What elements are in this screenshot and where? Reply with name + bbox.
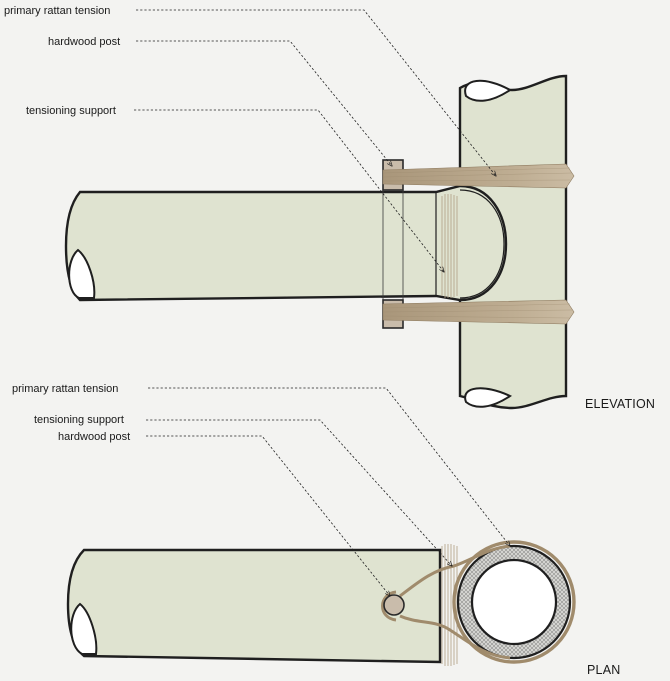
plan-beam-end-hollow xyxy=(70,602,98,655)
plan-label-primary-rattan-tension: primary rattan tension xyxy=(12,383,118,395)
plan-rattan-post-wrap xyxy=(381,590,397,622)
rattan-strand-lines xyxy=(382,167,573,319)
leader-hardwood-post xyxy=(136,40,392,166)
fish-mouth-cut xyxy=(459,189,505,299)
pole-top-hollow xyxy=(464,79,512,102)
plan-rattan-outer-loop xyxy=(452,540,576,664)
elevation-title: ELEVATION xyxy=(585,397,655,411)
horizontal-bamboo-beam xyxy=(64,184,508,302)
plan-rattan-lower-strand xyxy=(399,614,511,660)
plan-hardwood-post xyxy=(383,594,405,616)
leader-primary-rattan-tension xyxy=(136,9,496,176)
label-hardwood-post: hardwood post xyxy=(48,36,120,48)
plan-pole-hollow xyxy=(470,558,558,646)
elevation-view: primary rattan tension hardwood post ten… xyxy=(4,5,655,411)
label-primary-rattan-tension: primary rattan tension xyxy=(4,5,110,17)
label-tensioning-support: tensioning support xyxy=(26,105,116,117)
tensioning-support-fibres xyxy=(441,194,458,298)
leader-tensioning-support xyxy=(134,109,444,272)
plan-label-hardwood-post: hardwood post xyxy=(58,431,130,443)
rattan-lashing-lower xyxy=(382,299,575,325)
plan-leader-hardwood-post xyxy=(146,435,390,596)
plan-bamboo-beam xyxy=(66,548,442,664)
pole-bottom-hollow xyxy=(464,387,513,408)
plan-title: PLAN xyxy=(587,663,620,677)
plan-leader-primary-rattan-tension xyxy=(148,387,510,546)
plan-label-tensioning-support: tensioning support xyxy=(34,414,124,426)
plan-rattan-upper-strand xyxy=(399,544,511,598)
plan-leader-tensioning-support xyxy=(146,419,452,566)
plan-view: primary rattan tension tensioning suppor… xyxy=(12,383,620,677)
beam-end-hollow xyxy=(68,248,96,299)
rattan-lashing-upper xyxy=(382,163,575,189)
